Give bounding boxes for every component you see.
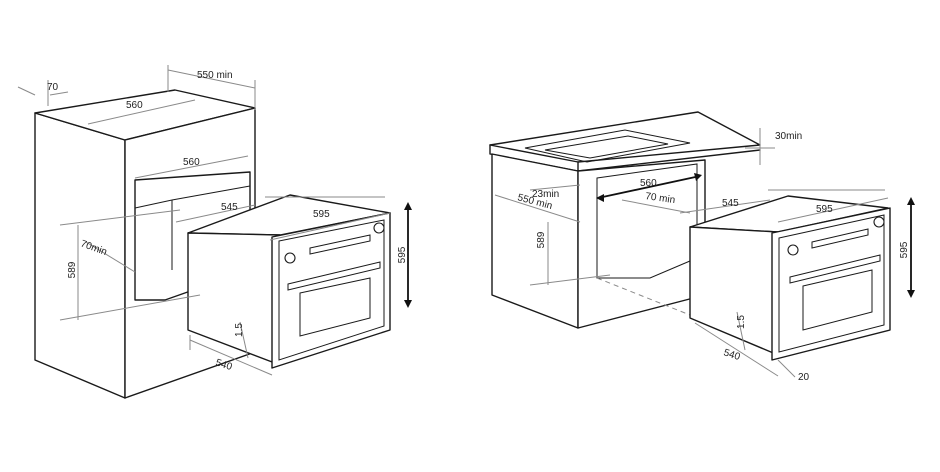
label-23-min: 23min [532, 189, 559, 200]
label-589: 589 [67, 261, 78, 278]
label-540-right: 540 [722, 347, 742, 363]
left-dimension-lines [17, 65, 412, 376]
right-oven-drawing [689, 195, 891, 361]
label-70: 70 [47, 82, 59, 93]
label-560-mid: 560 [183, 157, 200, 168]
label-595-height: 595 [397, 246, 408, 263]
label-550-min: 550 min [197, 70, 233, 81]
label-545-right: 545 [722, 198, 739, 209]
label-1-5-right: 1.5 [736, 315, 747, 329]
label-30-min: 30min [775, 131, 802, 142]
label-589-right: 589 [536, 231, 547, 248]
label-595-width: 595 [313, 209, 330, 220]
label-70-min-right: 70 min [645, 191, 676, 206]
label-560-top: 560 [126, 100, 143, 111]
label-20: 20 [798, 372, 810, 383]
label-595-height-right: 595 [899, 241, 910, 258]
label-540: 540 [214, 357, 234, 373]
label-545: 545 [221, 202, 238, 213]
label-560: 560 [640, 178, 657, 189]
label-595-width-right: 595 [816, 204, 833, 215]
right-dimension-lines [494, 128, 915, 378]
under-counter-drawing [489, 111, 761, 329]
label-1-5: 1.5 [234, 323, 245, 337]
